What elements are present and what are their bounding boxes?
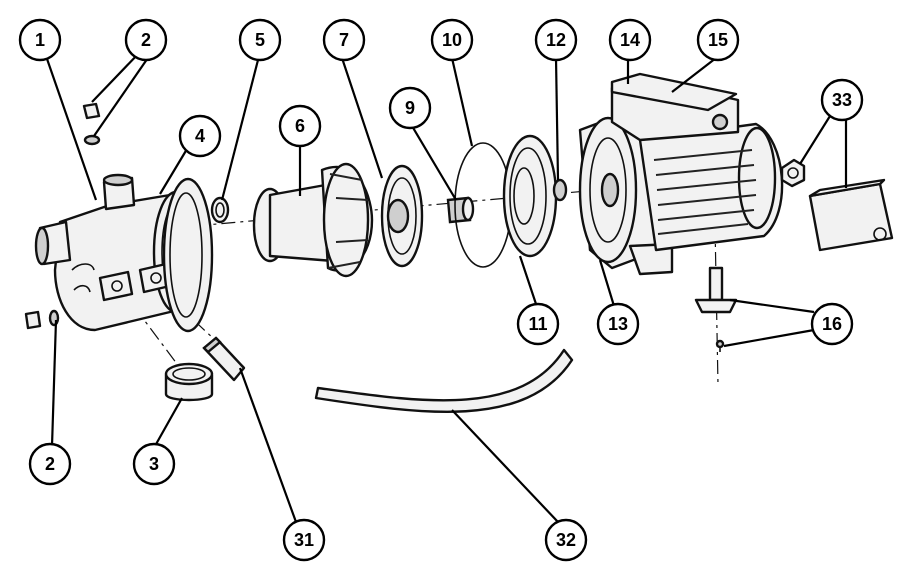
flange-gasket [162,177,214,333]
callout-1-label: 1 [35,30,45,50]
o-ring [210,196,230,224]
callout-15: 15 [696,18,740,62]
seal-plate [502,134,558,258]
callout-4-label: 4 [195,126,205,146]
callout-16-label: 16 [822,314,842,334]
callout-16: 16 [810,302,854,346]
callout-3: 3 [132,442,176,486]
callout-11: 11 [516,302,560,346]
callout-13: 13 [596,302,640,346]
motor-body [638,122,784,252]
callout-10-label: 10 [442,30,462,50]
hose [314,348,574,413]
callout-9: 9 [388,86,432,130]
callout-10: 10 [430,18,474,62]
motor-flange [578,116,674,276]
callout-12-label: 12 [546,30,566,50]
callout-33-label: 33 [832,90,852,110]
callout-13-label: 13 [608,314,628,334]
callout-6-label: 6 [295,116,305,136]
callout-31-label: 31 [294,530,314,550]
cable-gland-nut [780,158,806,188]
callout-9-label: 9 [405,98,415,118]
callout-2-bottom-label: 2 [45,454,55,474]
callout-11-label: 11 [528,314,547,334]
support-foot [694,266,738,314]
callout-5: 5 [238,18,282,62]
diffuser-assembly [252,162,374,278]
callout-12: 12 [534,18,578,62]
callout-4: 4 [178,114,222,158]
callout-32-label: 32 [556,530,576,550]
leader-lines [44,51,848,523]
shaft-spacer [446,196,475,224]
capacitor-cover [808,178,894,252]
callout-14-label: 14 [620,30,640,50]
callout-7-label: 7 [339,30,349,50]
valve-fitting [202,336,246,382]
callout-6: 6 [278,104,322,148]
callout-14: 14 [608,18,652,62]
callout-15-label: 15 [708,30,728,50]
callout-3-label: 3 [149,454,159,474]
callout-32: 32 [544,518,588,562]
callout-2-bottom: 2 [28,442,72,486]
callout-5-label: 5 [255,30,265,50]
callout-7: 7 [322,18,366,62]
callout-1: 1 [18,18,62,62]
callout-33: 33 [820,78,864,122]
mechanical-seal [552,178,568,202]
foot-screw [715,339,725,352]
drain-plug-bottom [24,309,60,330]
callout-2-top: 2 [124,18,168,62]
callout-31: 31 [282,518,326,562]
terminal-box [610,72,740,142]
callout-2-top-label: 2 [141,30,151,50]
impeller [380,164,424,268]
drain-plug-top [82,102,101,146]
priming-cap [164,362,214,402]
